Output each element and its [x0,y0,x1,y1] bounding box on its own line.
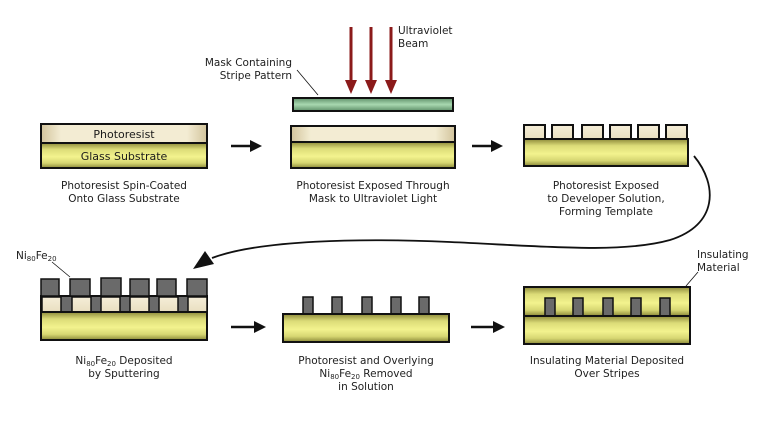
subscript: 20 [107,360,116,368]
label-line: Beam [398,38,429,50]
caption-line: Forming Template [559,206,653,218]
photoresist-template-blocks [523,124,688,140]
subscript: 20 [351,373,360,381]
subscript: 80 [26,255,36,263]
caption-part: Ni [319,368,331,380]
step-3-develop [523,124,689,167]
label-part: Ni [16,250,27,262]
caption-line: Photoresist Spin-Coated [61,180,187,192]
nife-leader-line [51,261,71,278]
label-line: Stripe Pattern [219,70,292,82]
step-3-caption: Photoresist Exposed to Developer Solutio… [526,180,686,219]
label-line: Mask Containing [204,57,292,69]
step-4-caption: Ni80Fe20 Deposited by Sputtering [44,355,204,381]
caption-part: Fe [95,355,108,367]
photoresist-blocks [41,296,208,313]
step-6-insulate [523,271,699,345]
step-2-caption: Photoresist Exposed Through Mask to Ultr… [283,180,463,206]
nife-caps [40,277,208,297]
arrow-step1-to-step2 [231,140,262,152]
uv-beam-arrows [345,27,397,94]
subscript: 20 [47,255,57,263]
caption-line: Ni80Fe20 Deposited [44,355,204,368]
label-part: Fe [35,250,48,262]
uv-beam-label: Ultraviolet Beam [398,25,478,51]
label-line: Material [697,262,740,274]
caption-line: Onto Glass Substrate [68,193,180,205]
curved-arrow-step3-to-step4 [193,155,711,269]
caption-line: Photoresist and Overlying [298,355,434,367]
step-4-sputter [40,261,208,341]
glass-substrate [40,142,208,169]
caption-part: Fe [339,368,352,380]
caption-line: Over Stripes [574,368,640,380]
caption-line: Ni80Fe20 Removed [286,368,446,381]
glass-substrate [290,141,456,169]
insulating-material-label: Insulating Material [697,249,767,275]
caption-line: Mask to Ultraviolet Light [308,193,438,205]
glass-substrate [523,138,689,167]
caption-line: Photoresist Exposed [552,180,660,192]
caption-part: Ni [75,355,87,367]
metal-fill-layer [40,295,208,313]
caption-line: in Solution [338,381,394,393]
step-2-uv-exposure [290,27,456,169]
glass-substrate [282,313,450,343]
caption-line: by Sputtering [88,368,160,380]
mask-label: Mask Containing Stripe Pattern [180,57,292,83]
step-5-liftoff [282,296,450,343]
caption-part: Removed [359,368,413,380]
nife-material-label: Ni80Fe20 [16,250,76,263]
step-1-caption: Photoresist Spin-Coated Onto Glass Subst… [44,180,204,206]
glass-substrate-label: Glass Substrate [81,150,168,163]
label-line: Ultraviolet [398,25,453,37]
step-5-caption: Photoresist and Overlying Ni80Fe20 Remov… [286,355,446,394]
step-1-spin-coat: Photoresist Glass Substrate [40,123,208,169]
stripe-mask [292,97,454,112]
caption-line: Insulating Material Deposited [529,355,685,367]
step-6-caption: Insulating Material Deposited Over Strip… [517,355,697,381]
insulating-leader-line [685,271,699,287]
mask-leader-line [296,69,319,96]
arrow-step4-to-step5 [231,321,266,333]
photoresist-label: Photoresist [93,128,155,141]
exposed-photoresist-layer [290,125,456,143]
subscript: 80 [330,373,340,381]
nife-stripes [302,296,430,315]
arrow-step5-to-step6 [471,321,505,333]
label-line: Insulating [697,249,749,261]
arrow-step2-to-step3 [472,140,503,152]
subscript: 80 [86,360,96,368]
caption-line: Photoresist Exposed Through [296,180,450,192]
caption-line: to Developer Solution, [547,193,665,205]
glass-substrate [523,315,691,345]
caption-part: Deposited [115,355,173,367]
glass-substrate [40,311,208,341]
